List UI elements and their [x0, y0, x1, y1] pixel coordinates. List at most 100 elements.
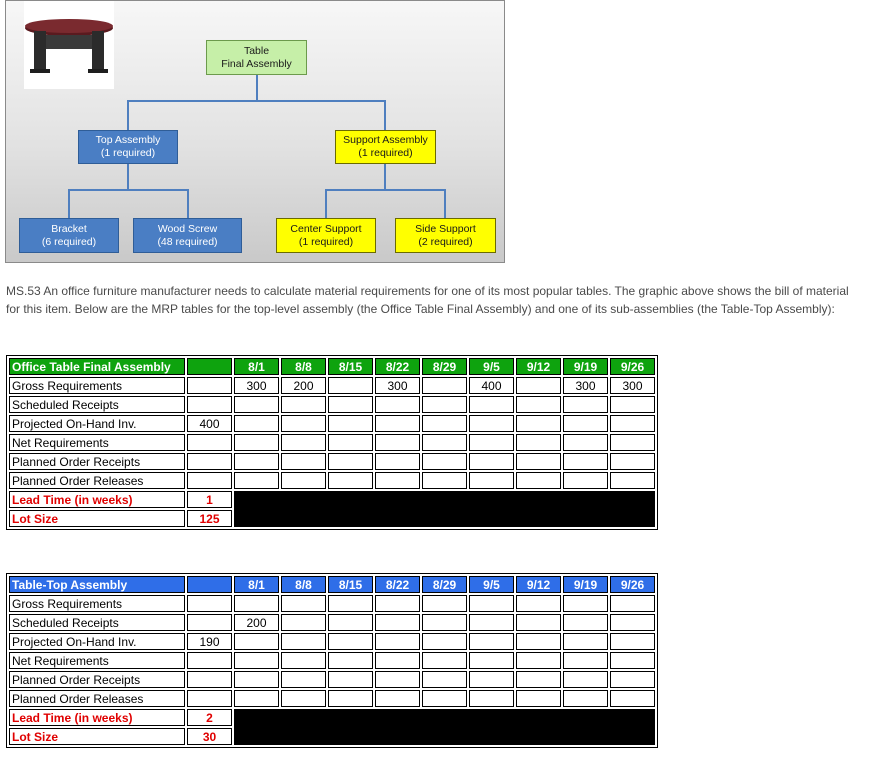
period-cell[interactable] — [610, 671, 655, 688]
period-cell[interactable]: 300 — [610, 377, 655, 394]
period-cell[interactable] — [563, 690, 608, 707]
initial-value-cell[interactable] — [187, 690, 232, 707]
period-cell[interactable] — [563, 671, 608, 688]
period-cell[interactable] — [563, 396, 608, 413]
period-cell[interactable] — [281, 396, 326, 413]
initial-value-cell[interactable] — [187, 614, 232, 631]
period-cell[interactable] — [422, 453, 467, 470]
period-cell[interactable] — [234, 434, 279, 451]
period-cell[interactable] — [375, 434, 420, 451]
period-cell[interactable] — [610, 595, 655, 612]
period-cell[interactable] — [375, 690, 420, 707]
period-cell[interactable] — [563, 434, 608, 451]
initial-value-cell[interactable]: 400 — [187, 415, 232, 432]
period-cell[interactable] — [328, 652, 373, 669]
period-cell[interactable] — [328, 453, 373, 470]
period-cell[interactable] — [469, 671, 514, 688]
period-cell[interactable] — [375, 614, 420, 631]
period-cell[interactable]: 400 — [469, 377, 514, 394]
period-cell[interactable] — [234, 396, 279, 413]
period-cell[interactable] — [469, 652, 514, 669]
period-cell[interactable] — [281, 633, 326, 650]
period-cell[interactable] — [422, 633, 467, 650]
period-cell[interactable] — [281, 595, 326, 612]
period-cell[interactable] — [610, 633, 655, 650]
period-cell[interactable] — [469, 614, 514, 631]
period-cell[interactable] — [516, 633, 561, 650]
period-cell[interactable] — [328, 690, 373, 707]
initial-value-cell[interactable] — [187, 434, 232, 451]
period-cell[interactable] — [469, 434, 514, 451]
period-cell[interactable] — [375, 671, 420, 688]
period-cell[interactable] — [375, 633, 420, 650]
period-cell[interactable] — [281, 652, 326, 669]
period-cell[interactable] — [469, 690, 514, 707]
period-cell[interactable] — [563, 652, 608, 669]
period-cell[interactable] — [328, 396, 373, 413]
initial-value-cell[interactable]: 190 — [187, 633, 232, 650]
period-cell[interactable] — [375, 415, 420, 432]
period-cell[interactable] — [610, 396, 655, 413]
period-cell[interactable] — [516, 377, 561, 394]
period-cell[interactable] — [516, 415, 561, 432]
initial-value-cell[interactable] — [187, 595, 232, 612]
initial-value-cell[interactable] — [187, 652, 232, 669]
period-cell[interactable] — [234, 595, 279, 612]
period-cell[interactable] — [516, 453, 561, 470]
period-cell[interactable]: 300 — [375, 377, 420, 394]
period-cell[interactable] — [469, 415, 514, 432]
period-cell[interactable] — [422, 396, 467, 413]
period-cell[interactable] — [281, 415, 326, 432]
period-cell[interactable] — [422, 652, 467, 669]
period-cell[interactable] — [610, 690, 655, 707]
period-cell[interactable] — [469, 595, 514, 612]
period-cell[interactable] — [516, 614, 561, 631]
period-cell[interactable] — [281, 434, 326, 451]
period-cell[interactable] — [610, 415, 655, 432]
period-cell[interactable] — [234, 690, 279, 707]
period-cell[interactable] — [234, 652, 279, 669]
period-cell[interactable] — [375, 472, 420, 489]
period-cell[interactable] — [281, 472, 326, 489]
period-cell[interactable] — [469, 472, 514, 489]
period-cell[interactable] — [422, 434, 467, 451]
period-cell[interactable] — [610, 434, 655, 451]
period-cell[interactable] — [234, 671, 279, 688]
period-cell[interactable] — [469, 633, 514, 650]
period-cell[interactable] — [328, 377, 373, 394]
period-cell[interactable] — [422, 415, 467, 432]
period-cell[interactable] — [516, 396, 561, 413]
period-cell[interactable] — [281, 671, 326, 688]
period-cell[interactable] — [563, 595, 608, 612]
period-cell[interactable] — [234, 633, 279, 650]
period-cell[interactable] — [328, 671, 373, 688]
period-cell[interactable] — [375, 396, 420, 413]
initial-value-cell[interactable] — [187, 377, 232, 394]
period-cell[interactable] — [563, 633, 608, 650]
period-cell[interactable] — [422, 690, 467, 707]
period-cell[interactable] — [610, 453, 655, 470]
period-cell[interactable] — [516, 595, 561, 612]
period-cell[interactable] — [281, 690, 326, 707]
period-cell[interactable] — [375, 595, 420, 612]
initial-value-cell[interactable] — [187, 472, 232, 489]
period-cell[interactable] — [281, 614, 326, 631]
period-cell[interactable] — [563, 415, 608, 432]
period-cell[interactable] — [328, 614, 373, 631]
period-cell[interactable] — [516, 690, 561, 707]
period-cell[interactable] — [563, 614, 608, 631]
period-cell[interactable] — [281, 453, 326, 470]
period-cell[interactable] — [234, 472, 279, 489]
period-cell[interactable]: 300 — [234, 377, 279, 394]
period-cell[interactable]: 200 — [281, 377, 326, 394]
period-cell[interactable] — [328, 633, 373, 650]
period-cell[interactable] — [563, 472, 608, 489]
period-cell[interactable]: 300 — [563, 377, 608, 394]
period-cell[interactable] — [469, 453, 514, 470]
period-cell[interactable] — [234, 415, 279, 432]
period-cell[interactable] — [610, 472, 655, 489]
period-cell[interactable] — [375, 453, 420, 470]
period-cell[interactable] — [422, 595, 467, 612]
period-cell[interactable] — [422, 614, 467, 631]
period-cell[interactable] — [516, 652, 561, 669]
